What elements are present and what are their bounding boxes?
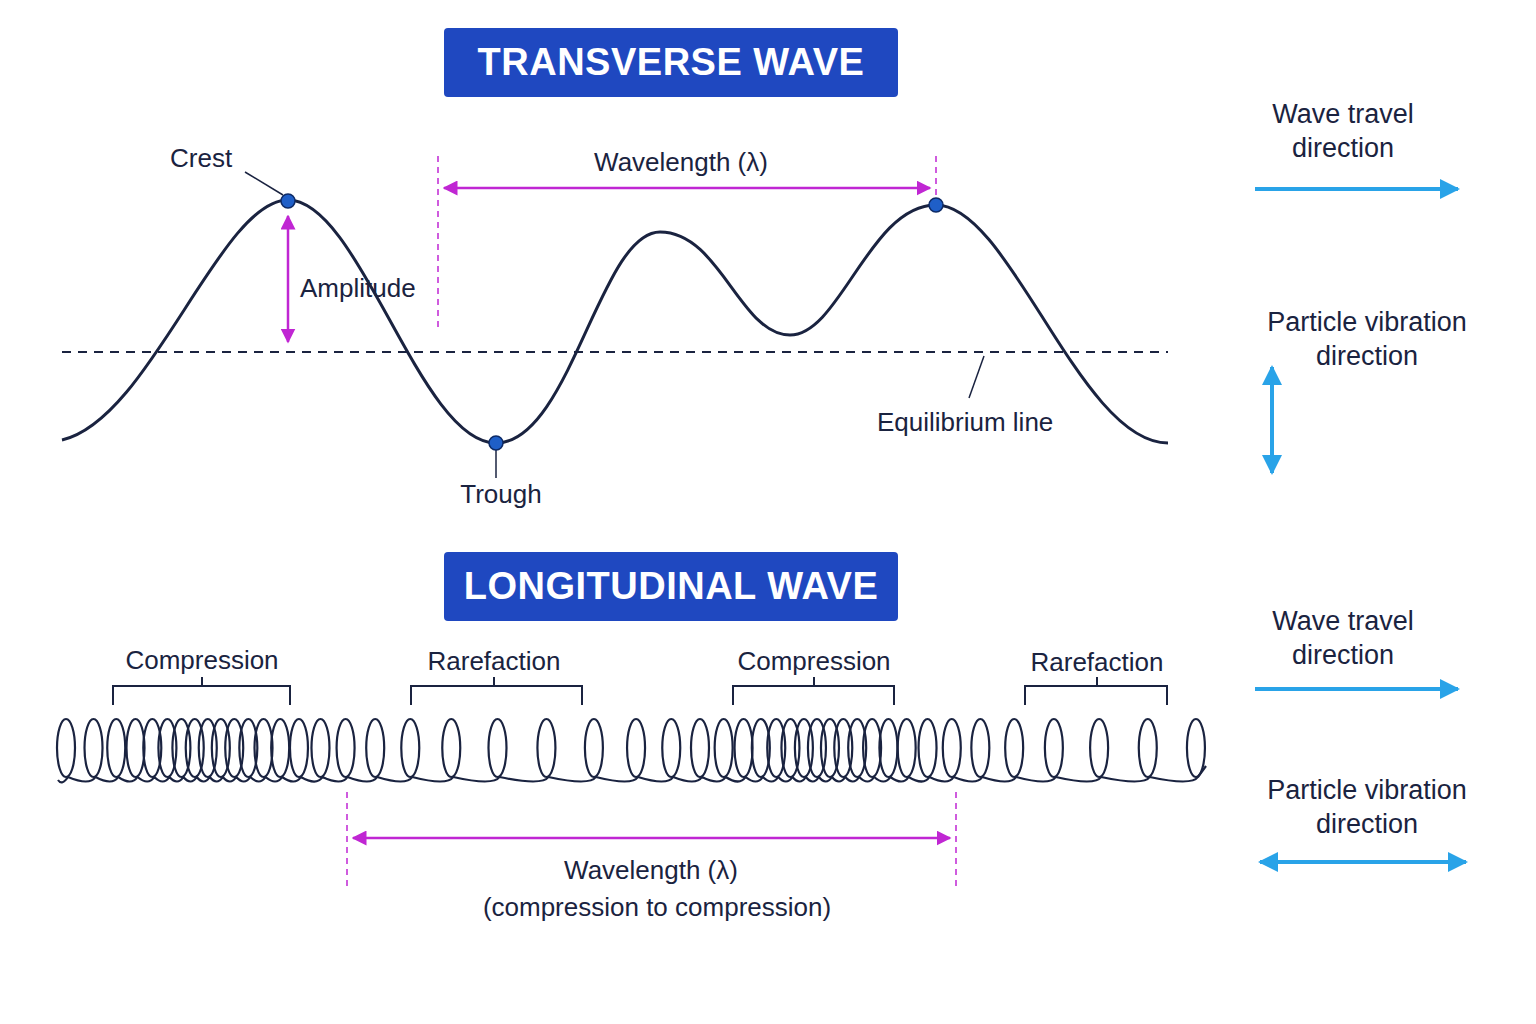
diagram-label: Rarefaction [428,645,561,678]
diagram-label: Wavelength (λ) [594,146,768,179]
diagram-label: Compression [125,644,278,677]
vibration-arrow [1260,860,1466,864]
dashed-guide [955,792,957,888]
travel-arrow [1255,187,1458,191]
coil-loop [271,719,289,777]
equilibrium-line [62,351,1168,353]
coil-loop [834,719,852,777]
coil-loop [158,719,176,777]
amplitude-arrow [287,216,290,342]
dashed-guide [437,156,439,332]
coil-loop [1045,719,1063,777]
diagram-label: Trough [460,478,541,511]
coil-loop [225,719,243,777]
diagram-label: Equilibrium line [877,406,1053,439]
diagram-label: Wavelength (λ) [564,854,738,887]
diagram-label: Particle vibration direction [1236,774,1498,842]
dashed-guide [346,792,348,888]
coil-loop [1187,719,1205,777]
bracket [733,677,894,705]
coil-loop [337,719,355,777]
spring-coils [57,719,1206,782]
heading-box: TRANSVERSE WAVE [444,28,898,97]
coil-loop [715,719,733,777]
diagram-label: Rarefaction [1031,646,1164,679]
coil-loop [255,719,273,777]
coil-loop [919,719,937,777]
leader-line [495,450,497,478]
diagram-label: Wave travel direction [1233,98,1453,166]
coil-loop [943,719,961,777]
crest-dot [929,198,943,212]
coil-loop [311,719,329,777]
trough-dot [489,436,503,450]
diagram-label: Wave travel direction [1233,605,1453,673]
coil-loop [442,719,460,777]
diagram-label: Particle vibration direction [1236,306,1498,374]
heading-text: TRANSVERSE WAVE [478,41,865,84]
coil-loop [767,719,785,777]
coil-loop [585,719,603,777]
coil-loop [537,719,555,777]
coil-loop [126,719,144,777]
transverse-wave [62,200,1168,443]
diagram-label: Crest [170,142,232,175]
coil-loop [290,719,308,777]
heading-text: LONGITUDINAL WAVE [464,565,879,608]
crest-dot [281,194,295,208]
coil-loop [898,719,916,777]
coil-loop [879,719,897,777]
coil-base [58,766,1206,782]
coil-loop [401,719,419,777]
leader-line [969,356,984,398]
diagram-label: Compression [737,645,890,678]
coil-loop [691,719,709,777]
coil-loop [662,719,680,777]
coil-loop [735,719,753,777]
coil-loop [1090,719,1108,777]
coil-loop [57,719,75,777]
coil-loop [1139,719,1157,777]
coil-loop [85,719,103,777]
diagram-label: (compression to compression) [483,891,831,924]
heading-box: LONGITUDINAL WAVE [444,552,898,621]
bracket [411,677,582,705]
wavelength-arrow [353,837,950,840]
travel-arrow [1255,687,1458,691]
vibration-arrow [1270,367,1274,473]
coil-loop [107,719,125,777]
coil-loop [1005,719,1023,777]
coil-loop [627,719,645,777]
wavelength-arrow [444,187,930,190]
dashed-guide [935,156,937,198]
bracket [1025,677,1167,705]
coil-loop [971,719,989,777]
leader-line [245,172,283,195]
bracket [113,677,290,705]
diagram-label: Amplitude [300,272,416,305]
coil-loop [488,719,506,777]
coil-loop [366,719,384,777]
